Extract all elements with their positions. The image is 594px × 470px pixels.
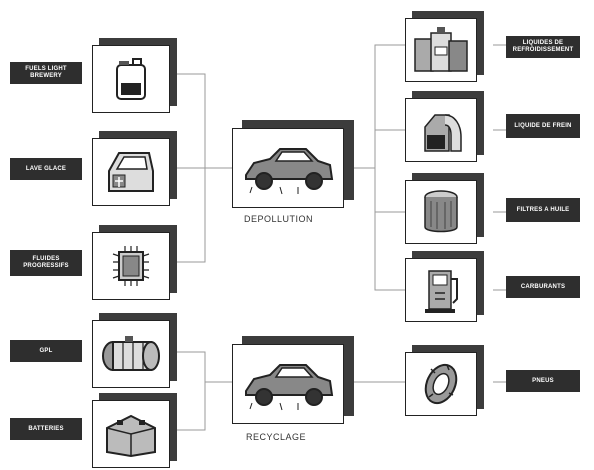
output-label-brake-fluid: LIQUIDE DE FREIN (506, 114, 580, 138)
connector-line (175, 382, 206, 431)
car-icon (245, 364, 334, 411)
input-card-fuels (92, 38, 177, 115)
output-label-containers: LIQUIDES DE REFROIDISSEMENT (506, 36, 580, 58)
input-card-fluides (92, 225, 177, 302)
connector-line (374, 212, 405, 291)
tire-icon (424, 363, 458, 405)
output-card-oil-filter (405, 173, 484, 244)
input-label-fuels: FUELS LIGHT BREWERY (10, 62, 82, 84)
car-icon (245, 148, 334, 195)
input-label-lave-glace: LAVE GLACE (10, 158, 82, 180)
input-card-gpl (92, 313, 177, 390)
input-card-batteries (92, 393, 177, 470)
connector-line (350, 44, 405, 169)
output-card-containers (405, 11, 484, 82)
brake-fluid-icon (424, 114, 462, 152)
connector-line (175, 351, 232, 383)
input-label-batteries: BATTERIES (10, 418, 82, 440)
input-label-fluides: FLUIDES PROGRESSIFS (10, 250, 82, 276)
output-card-brake-fluid (405, 91, 484, 162)
output-label-tire: PNEUS (506, 370, 580, 392)
input-label-gpl: GPL (10, 340, 82, 362)
output-label-fuel-pump: CARBURANTS (506, 276, 580, 298)
containers-icon (414, 27, 468, 72)
connector-line (374, 168, 405, 213)
battery-icon (106, 414, 156, 458)
electronic-module-icon (112, 246, 150, 286)
output-card-fuel-pump (405, 251, 484, 322)
oil-filter-icon (424, 190, 458, 233)
output-label-oil-filter: FILTRES A HUILE (506, 198, 580, 222)
center-card-recyclage (232, 336, 354, 424)
center-card-depollution (232, 120, 354, 208)
gas-tank-icon (102, 336, 160, 371)
fuel-can-icon (116, 58, 146, 100)
connector-line (175, 168, 206, 263)
output-card-tire (405, 345, 484, 416)
center-caption-recyclage: RECYCLAGE (246, 432, 307, 442)
connector-line (175, 73, 232, 169)
car-door-icon (108, 152, 154, 192)
center-caption-depollution: DEPOLLUTION (244, 214, 314, 224)
input-card-lave-glace (92, 131, 177, 208)
fuel-pump-icon (425, 270, 458, 313)
